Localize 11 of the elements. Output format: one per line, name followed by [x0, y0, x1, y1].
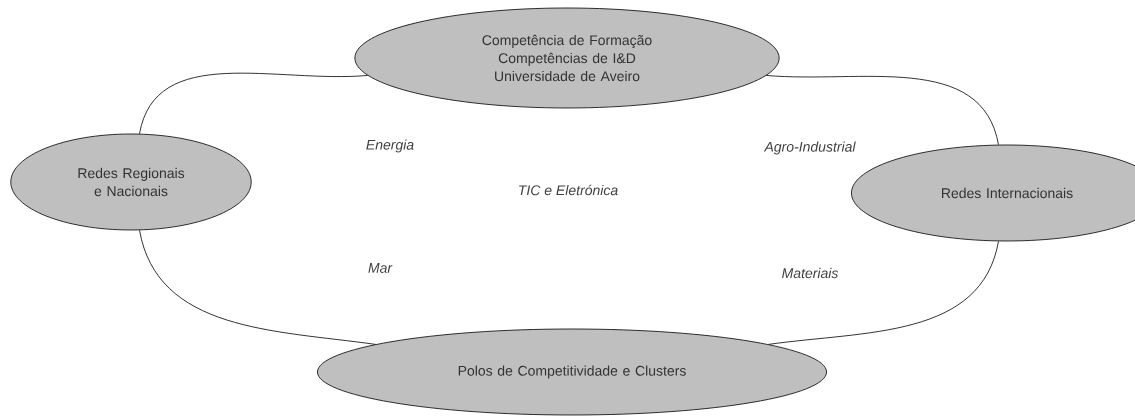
ring-arc — [139, 229, 376, 345]
ring-arc — [139, 72, 368, 135]
sector-label: Mar — [368, 263, 393, 273]
ring-arc — [766, 75, 999, 146]
ring-arc — [768, 240, 999, 345]
sector-label: Materiais — [782, 267, 839, 279]
ellipse-node: Polos de Competitividade e Clusters — [317, 328, 827, 416]
ellipse-node: Redes Regionais e Nacionais — [10, 133, 252, 231]
sector-label: Energia — [366, 139, 414, 153]
sector-label: TIC e Eletrónica — [519, 184, 618, 196]
ellipse-node: Competência de Formação Competências de I&D Universidade de Aveiro — [354, 7, 780, 109]
